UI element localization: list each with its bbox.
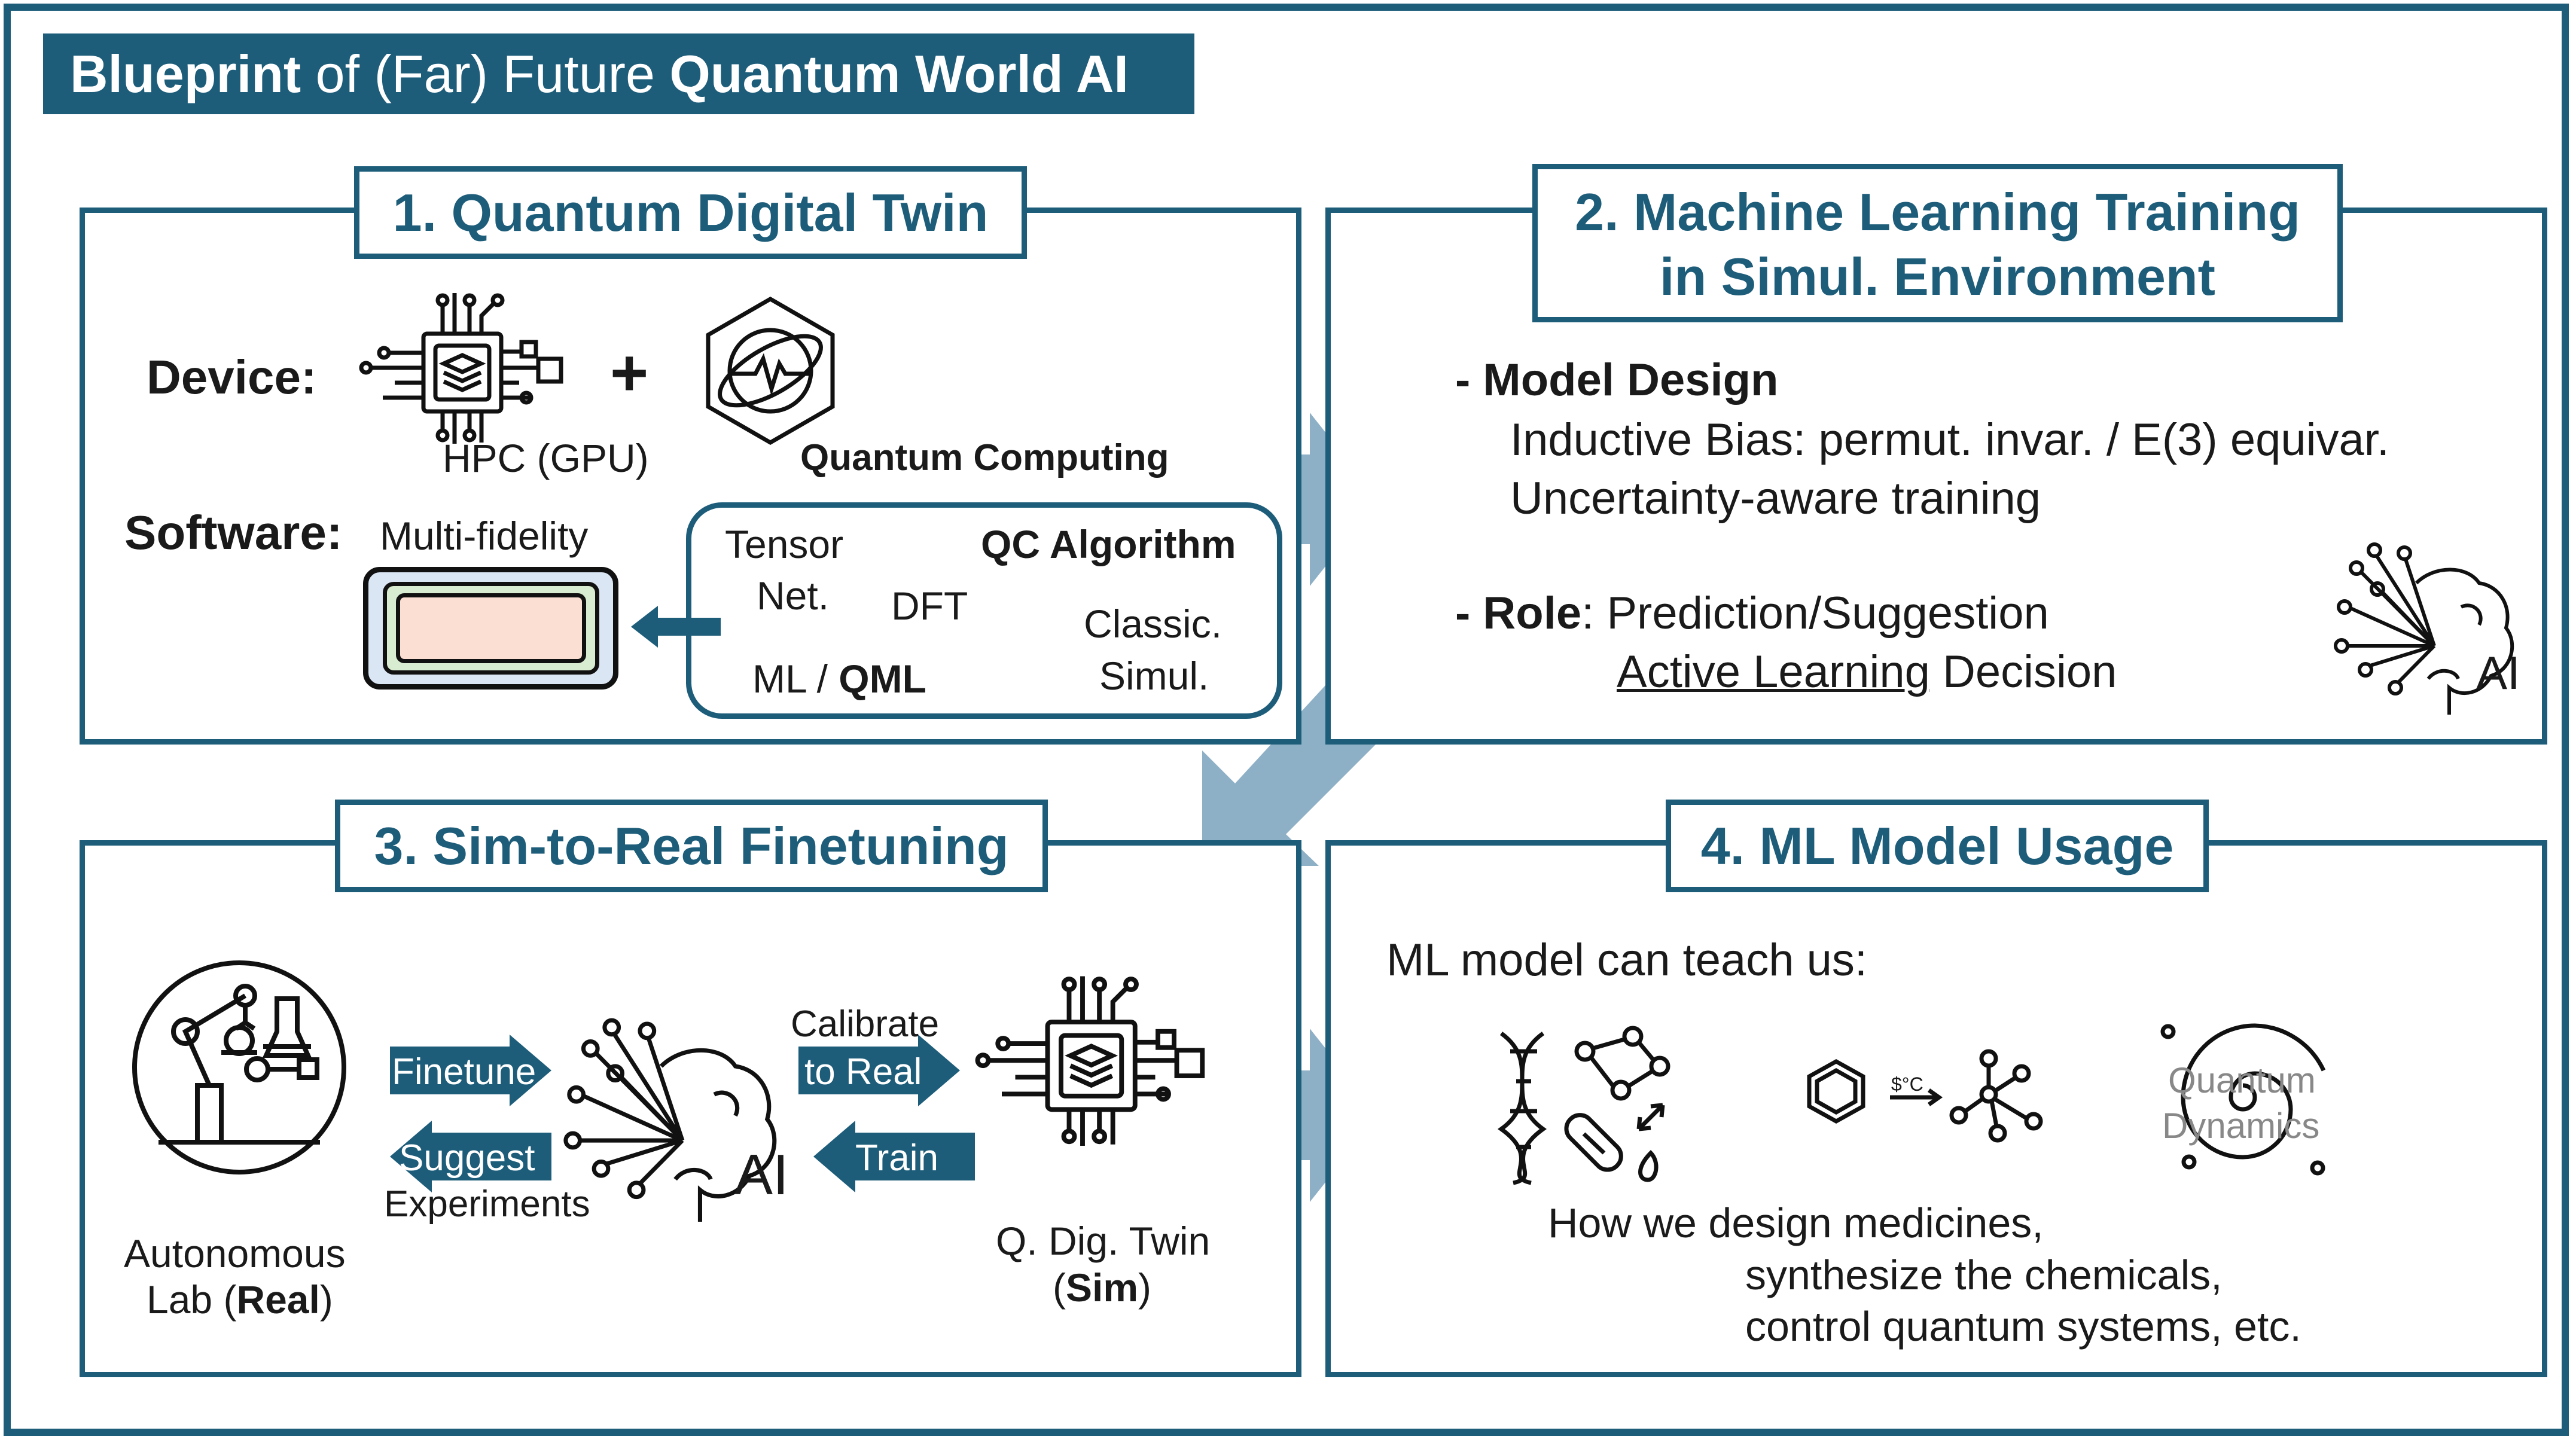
calibrate-label: Calibrate <box>791 1003 940 1045</box>
dna-medicine-icon <box>1497 1026 1670 1185</box>
twin-label-open: ( <box>1053 1265 1066 1310</box>
plus-sign: + <box>610 336 649 410</box>
quantum-computing-icon <box>706 296 835 446</box>
method-classic-1: Classic. <box>1084 602 1223 646</box>
panel-3-title: 3. Sim-to-Real Finetuning <box>335 800 1048 892</box>
ai-label-panel-2: AI <box>2476 646 2520 699</box>
method-classic-2: Simul. <box>1099 654 1209 698</box>
methods-box <box>686 502 1282 719</box>
page-title: Blueprint of (Far) Future Quantum World … <box>43 33 1194 114</box>
role-line: - Role: Prediction/Suggestion <box>1455 587 2049 639</box>
twin-label-sim: Sim <box>1065 1265 1139 1310</box>
software-label: Software: <box>124 506 343 559</box>
multifidelity-label: Multi-fidelity <box>380 514 589 558</box>
ai-label-panel-3: AI <box>734 1143 789 1207</box>
experiments-label: Experiments <box>384 1183 590 1225</box>
model-design-line-2: Uncertainty-aware training <box>1510 473 2041 524</box>
role-text: : Prediction/Suggestion <box>1581 588 2049 639</box>
usage-line-3: control quantum systems, etc. <box>1745 1303 2301 1350</box>
arrow-left-icon <box>631 606 721 648</box>
hpc-label: HPC (GPU) <box>443 436 649 480</box>
chemical-reaction-icon <box>1807 1049 2043 1143</box>
usage-line-1: How we design medicines, <box>1548 1200 2044 1246</box>
train-arrow <box>813 1121 975 1192</box>
method-ml: ML / <box>752 657 839 701</box>
panel-2-title-line-2: in Simul. Environment <box>1660 247 2215 306</box>
model-design-label: - Model Design <box>1455 355 1779 405</box>
multifidelity-box-inner <box>396 593 586 663</box>
panel-2-title-line-1: 2. Machine Learning Training <box>1575 182 2300 242</box>
lab-label-real: Real <box>236 1277 320 1322</box>
quantum-word-1: Quantum <box>2168 1060 2316 1100</box>
model-design-line-1: Inductive Bias: permut. invar. / E(3) eq… <box>1510 414 2390 465</box>
suggest-label: Suggest <box>399 1137 535 1179</box>
quantum-word-2: Dynamics <box>2162 1106 2320 1146</box>
lab-label-1: Autonomous <box>124 1231 346 1276</box>
twin-label-1: Q. Dig. Twin <box>996 1219 1211 1263</box>
twin-label-2: (Sim) <box>1053 1265 1151 1310</box>
lab-label-close: ) <box>319 1277 333 1322</box>
chip-icon <box>359 293 563 444</box>
decision-text: Decision <box>1929 646 2117 697</box>
reaction-temp-label: $°C <box>1891 1073 1923 1095</box>
finetune-arrow <box>390 1035 551 1106</box>
active-learning-line: Active Learning Decision <box>1617 646 2117 698</box>
method-qc-algorithm: QC Algorithm <box>981 522 1236 566</box>
chip-icon-panel-3 <box>975 976 1205 1146</box>
lab-label-open: Lab ( <box>147 1277 237 1322</box>
ai-brain-icon <box>2334 542 2514 715</box>
outer-frame <box>4 4 2569 1436</box>
ai-brain-icon-center <box>563 1018 777 1222</box>
panel-ml-usage <box>1325 840 2547 1377</box>
usage-intro: ML model can teach us: <box>1386 935 1868 986</box>
usage-line-2: synthesize the chemicals, <box>1745 1252 2223 1298</box>
title-bold-1: Blueprint <box>70 44 301 103</box>
calibrate-arrow <box>798 1035 960 1106</box>
qc-label: Quantum Computing <box>800 437 1169 478</box>
lab-label-2: Lab (Real) <box>147 1277 333 1322</box>
train-label: Train <box>855 1137 938 1179</box>
method-dft: DFT <box>891 584 968 628</box>
role-label: - Role <box>1455 588 1582 639</box>
panel-1-title: 1. Quantum Digital Twin <box>354 166 1027 259</box>
device-label: Device: <box>147 350 317 404</box>
suggest-arrow <box>390 1121 551 1192</box>
method-ml-qml: ML / QML <box>752 656 926 701</box>
panel-4-title: 4. ML Model Usage <box>1666 800 2209 892</box>
title-normal: of (Far) Future <box>301 44 670 103</box>
method-tensor-net-2: Net. <box>757 573 830 618</box>
quantum-dynamics-icon <box>2160 1023 2326 1176</box>
method-tensor-net-1: Tensor <box>725 522 844 566</box>
active-learning-link: Active Learning <box>1617 646 1930 697</box>
panel-2-title: 2. Machine Learning Training in Simul. E… <box>1532 164 2343 322</box>
title-bold-2: Quantum World AI <box>669 44 1129 103</box>
twin-label-close: ) <box>1138 1265 1152 1310</box>
finetune-label: Finetune <box>392 1051 536 1093</box>
method-qml: QML <box>839 657 926 701</box>
to-real-label: to Real <box>804 1051 922 1093</box>
autonomous-lab-icon <box>132 960 346 1174</box>
